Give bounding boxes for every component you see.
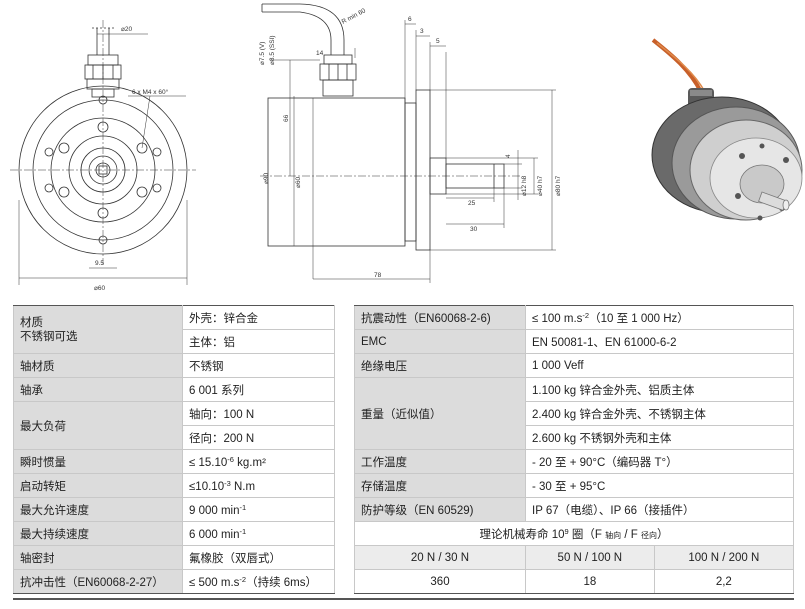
spec-value: 6 001 系列 xyxy=(182,377,335,402)
spec-label: 存储温度 xyxy=(354,473,526,498)
environment-specs-table: 抗震动性（EN60068-2-6) ≤ 100 m.s-2（10 至 1 000… xyxy=(354,305,795,594)
side-dim-label: ⌀7.5 (V) xyxy=(259,42,266,65)
life-value-row: 360 18 2,2 xyxy=(354,569,795,594)
front-dim-label: 9.5 xyxy=(95,260,104,267)
side-dim-label: 78 xyxy=(374,272,382,279)
spec-row-shaft-material: 轴材质 不锈钢 xyxy=(13,353,335,378)
life-load-header: 20 N / 30 N xyxy=(354,545,526,570)
spec-label: 抗震动性（EN60068-2-6) xyxy=(354,305,526,330)
spec-label: 抗冲击性（EN60068-2-27） xyxy=(13,569,183,594)
spec-value: ≤10.10-3 N.m xyxy=(182,473,335,498)
spec-label: 最大允许速度 xyxy=(13,497,183,522)
spec-row-material: 材质 不锈钢可选 外壳：锌合金 xyxy=(13,305,335,354)
mechanical-specs-table: 材质 不锈钢可选 外壳：锌合金 主体：铝 轴材质 不锈钢 轴承 6 001 系列… xyxy=(13,305,335,594)
spec-row-weight-2: 2.400 kg 锌合金外壳、不锈钢主体 xyxy=(355,401,794,426)
spec-value: 径向：200 N xyxy=(182,425,335,450)
front-dim-label: ⌀20 xyxy=(121,26,133,33)
spec-value: 氟橡胶（双唇式） xyxy=(182,545,335,570)
spec-label: 绝缘电压 xyxy=(354,353,526,378)
spec-row-max-speed: 最大允许速度 9 000 min-1 xyxy=(13,497,335,522)
spec-label: 工作温度 xyxy=(354,449,526,474)
material-label-stainless: 不锈钢可选 xyxy=(20,330,78,343)
spec-value: EN 50081-1、EN 61000-6-2 xyxy=(525,329,794,354)
spec-row-insulation: 绝缘电压 1 000 Veff xyxy=(354,353,794,378)
side-dim-label: 3 xyxy=(420,28,424,35)
side-dim-label: 6 xyxy=(408,16,412,23)
spec-value: 1 000 Veff xyxy=(525,353,794,378)
spec-value: 外壳：锌合金 xyxy=(182,305,335,330)
spec-value: IP 67（电缆）、IP 66（接插件） xyxy=(525,497,794,522)
spec-value: 轴向：100 N xyxy=(182,401,335,426)
front-dim-label: ⌀60 xyxy=(94,285,106,292)
spec-label: 防护等级（EN 60529) xyxy=(354,497,526,522)
spec-label: 轴密封 xyxy=(13,545,183,570)
spec-value: ≤ 100 m.s-2（10 至 1 000 Hz） xyxy=(525,305,794,330)
spec-label: 重量（近似值） xyxy=(354,377,526,450)
life-value: 360 xyxy=(354,569,526,594)
side-dim-label: 30 xyxy=(470,226,478,233)
spec-row-emc: EMC EN 50081-1、EN 61000-6-2 xyxy=(354,329,794,354)
side-dim-label: ⌀12 h8 xyxy=(521,175,528,196)
spec-label: 材质 不锈钢可选 xyxy=(13,305,183,354)
life-value: 18 xyxy=(525,569,655,594)
side-dim-label: 4 xyxy=(505,154,512,158)
spec-value: 1.100 kg 锌合金外壳、铝质主体 xyxy=(525,377,794,402)
spec-value: 2.400 kg 锌合金外壳、不锈钢主体 xyxy=(525,401,794,426)
spec-row-material-body: 主体：铝 xyxy=(14,329,335,354)
encoder-technical-drawing: ⌀20 6 x M4 x 60° 9.5 ⌀60 xyxy=(10,3,803,292)
spec-row-max-load: 最大负荷 轴向：100 N xyxy=(13,401,335,450)
material-label: 材质 xyxy=(20,316,43,329)
life-load-header: 100 N / 200 N xyxy=(653,545,795,570)
spec-row-continuous-speed: 最大持续速度 6 000 min-1 xyxy=(13,521,335,546)
side-dim-label: 66 xyxy=(283,114,290,122)
spec-label: EMC xyxy=(354,329,526,354)
spec-row-protection: 防护等级（EN 60529) IP 67（电缆）、IP 66（接插件） xyxy=(354,497,794,522)
spec-row-shock: 抗冲击性（EN60068-2-27） ≤ 500 m.s-2（持续 6ms） xyxy=(13,569,335,594)
side-dim-label: ⌀40 h7 xyxy=(537,175,544,196)
spec-value: 不锈钢 xyxy=(182,353,335,378)
spec-label: 最大持续速度 xyxy=(13,521,183,546)
bottom-divider xyxy=(13,598,794,600)
side-view-drawing xyxy=(260,3,556,283)
life-header-row: 20 N / 30 N 50 N / 100 N 100 N / 200 N xyxy=(354,545,795,570)
side-dim-label: R min 60 xyxy=(341,7,368,26)
spec-value: - 30 至 + 95°C xyxy=(525,473,794,498)
spec-label: 最大负荷 xyxy=(13,401,183,450)
front-view-drawing xyxy=(10,20,196,285)
spec-row-weight: 重量（近似值） 1.100 kg 锌合金外壳、铝质主体 xyxy=(354,377,794,450)
spec-value: ≤ 15.10-6 kg.m² xyxy=(182,449,335,474)
spec-value: 9 000 min-1 xyxy=(182,497,335,522)
side-dim-label: ⌀60 xyxy=(295,176,302,188)
spec-label: 瞬时惯量 xyxy=(13,449,183,474)
spec-label: 启动转矩 xyxy=(13,473,183,498)
life-value: 2,2 xyxy=(653,569,795,594)
side-dim-label: 5 xyxy=(436,38,440,45)
spec-value: 主体：铝 xyxy=(182,329,335,354)
spec-row-storage-temp: 存储温度 - 30 至 + 95°C xyxy=(354,473,794,498)
side-dim-label: ⌀90 xyxy=(263,172,270,184)
side-dim-label: ⌀8.5 (SSI) xyxy=(269,35,276,65)
spec-label: 轴承 xyxy=(13,377,183,402)
side-dim-label: 14 xyxy=(316,50,324,57)
spec-row-vibration: 抗震动性（EN60068-2-6) ≤ 100 m.s-2（10 至 1 000… xyxy=(354,305,794,330)
front-dim-label: 6 x M4 x 60° xyxy=(132,88,169,96)
spec-row-starting-torque: 启动转矩 ≤10.10-3 N.m xyxy=(13,473,335,498)
encoder-3d-illustration xyxy=(651,38,803,221)
spec-value: 6 000 min-1 xyxy=(182,521,335,546)
mechanical-life-title: 理论机械寿命 109 圈（F 轴向 / F 径向） xyxy=(354,521,794,546)
spec-row-shaft-seal: 轴密封 氟橡胶（双唇式） xyxy=(13,545,335,570)
spec-row-operating-temp: 工作温度 - 20 至 + 90°C（编码器 T°） xyxy=(354,449,794,474)
life-title-row: 理论机械寿命 109 圈（F 轴向 / F 径向） xyxy=(354,521,794,546)
spec-row-bearing: 轴承 6 001 系列 xyxy=(13,377,335,402)
spec-row-max-load-radial: 径向：200 N xyxy=(14,425,335,450)
side-dim-label: 25 xyxy=(468,200,476,207)
spec-value: ≤ 500 m.s-2（持续 6ms） xyxy=(182,569,335,594)
side-dim-label: ⌀80 h7 xyxy=(555,175,562,196)
spec-label: 轴材质 xyxy=(13,353,183,378)
spec-value: - 20 至 + 90°C（编码器 T°） xyxy=(525,449,794,474)
life-load-header: 50 N / 100 N xyxy=(525,545,655,570)
spec-row-weight-3: 2.600 kg 不锈钢外壳和主体 xyxy=(355,425,794,450)
spec-value: 2.600 kg 不锈钢外壳和主体 xyxy=(525,425,794,450)
spec-row-inertia: 瞬时惯量 ≤ 15.10-6 kg.m² xyxy=(13,449,335,474)
